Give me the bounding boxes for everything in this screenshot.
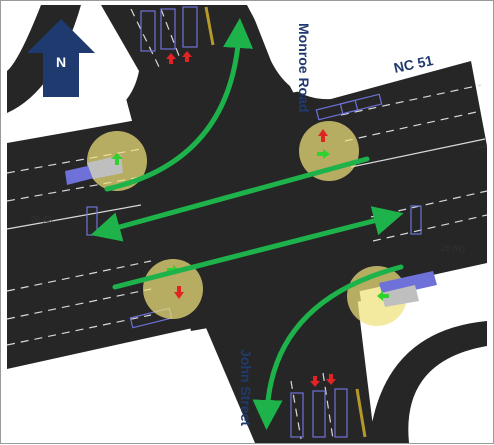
signal-arrow-red xyxy=(182,51,192,62)
detector-loop xyxy=(160,8,176,50)
north-arrow-icon: N xyxy=(27,19,95,97)
curb-southwest xyxy=(7,338,226,443)
southeast-ramp xyxy=(369,321,487,443)
curb-northeast xyxy=(249,5,471,100)
vehicle-west xyxy=(87,155,123,179)
movement-arrows xyxy=(90,18,404,430)
detector-loop xyxy=(290,392,304,438)
signal-indicators xyxy=(111,51,389,387)
signal-arrow-red xyxy=(166,53,176,64)
compass-letter: N xyxy=(56,54,66,70)
detector-bars xyxy=(65,155,437,307)
detector-loop xyxy=(312,390,326,438)
edge-mark xyxy=(204,6,215,46)
edge-mark xyxy=(355,388,367,438)
road-label-monroe-road: Monroe Road xyxy=(296,23,312,112)
detector-loop xyxy=(339,93,383,115)
signal-arrow-red xyxy=(318,129,328,142)
detector-outlines xyxy=(86,6,422,438)
vehicle-east xyxy=(381,285,419,307)
movement-westbound-left-turn xyxy=(104,18,254,192)
signal-arrow-red xyxy=(310,376,320,387)
road-label-john-street: John Street xyxy=(238,349,254,426)
approach-label-east: 20 (E) xyxy=(31,215,53,224)
signal-arrow-green xyxy=(377,291,389,301)
signal-arrow-red xyxy=(174,286,184,299)
signal-arrow-red xyxy=(326,374,336,385)
signal-arrow-green xyxy=(111,153,123,165)
detector-loop xyxy=(140,10,156,52)
detector-loop xyxy=(182,6,198,48)
detector-loop xyxy=(410,205,422,235)
detector-loop xyxy=(315,99,359,121)
signal-arrow-green xyxy=(317,149,330,159)
movement-eastbound-through xyxy=(90,156,370,242)
approach-label-west: 26 (W) xyxy=(441,244,465,253)
detector-loop xyxy=(334,388,348,438)
movement-westbound-through xyxy=(112,206,404,290)
movement-eastbound-right-turn xyxy=(252,264,404,430)
